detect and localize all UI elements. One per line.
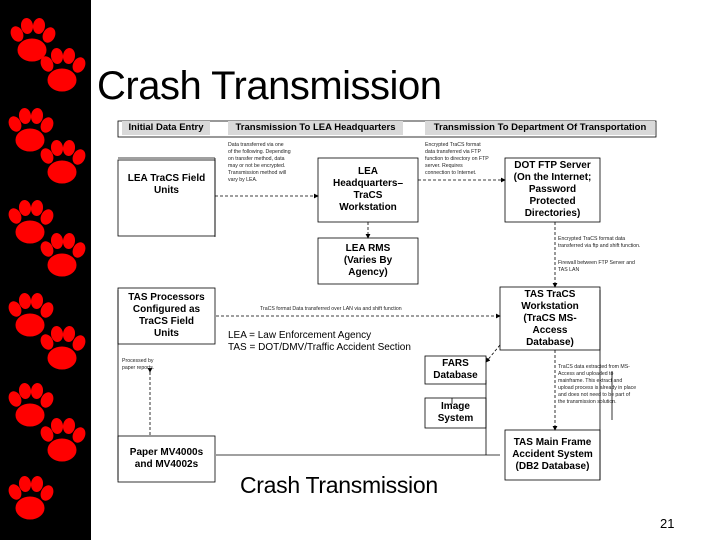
header-initial-data-entry: Initial Data Entry <box>122 121 210 135</box>
diagram-caption: Crash Transmission <box>240 472 438 498</box>
legend-lea: LEA = Law Enforcement Agency <box>228 330 372 341</box>
note-mainframe-extract: TraCS data extracted from MS- Access and… <box>558 364 637 405</box>
box-dot-ftp-server: DOT FTP Server (On the Internet; Passwor… <box>513 160 592 219</box>
legend-tas: TAS = DOT/DMV/Traffic Accident Section <box>228 342 411 353</box>
box-paper-forms: Paper MV4000s and MV4002s <box>129 447 204 470</box>
box-tas-tracs-workstation: TAS TraCS Workstation (TraCS MS- Access … <box>521 288 579 348</box>
header-transmission-dot: Transmission To Department Of Transporta… <box>425 121 655 135</box>
paw-print-sidebar <box>0 0 91 540</box>
box-tas-mainframe: TAS Main Frame Accident System (DB2 Data… <box>512 437 593 472</box>
box-tas-processors: TAS Processors Configured as TraCS Field… <box>128 292 205 339</box>
page-number: 21 <box>660 516 675 531</box>
box-lea-hq-workstation: LEA Headquarters– TraCS Workstation <box>332 166 404 213</box>
note-ftp-transfer: Encrypted TraCS format data transferred … <box>558 236 641 249</box>
box-fars-database: FARS Database <box>433 358 478 381</box>
note-lan-transfer: TraCS format Data transferred over LAN v… <box>260 306 402 312</box>
note-firewall: Firewall between FTP Server and TAS LAN <box>558 260 635 273</box>
slide-title: Crash Transmission <box>97 64 442 108</box>
note-hq-transfer: Data transferred via one of the followin… <box>228 142 291 183</box>
box-lea-tracs-field-units: LEA TraCS Field Units <box>127 173 206 196</box>
box-image-system: Image System <box>437 401 474 424</box>
note-dot-transfer: Encrypted TraCS format data transferred … <box>425 142 489 176</box>
note-processed-paper: Processed by paper reports. <box>122 358 155 371</box>
box-lea-rms: LEA RMS (Varies By Agency) <box>343 243 393 278</box>
header-transmission-lea: Transmission To LEA Headquarters <box>228 121 403 135</box>
